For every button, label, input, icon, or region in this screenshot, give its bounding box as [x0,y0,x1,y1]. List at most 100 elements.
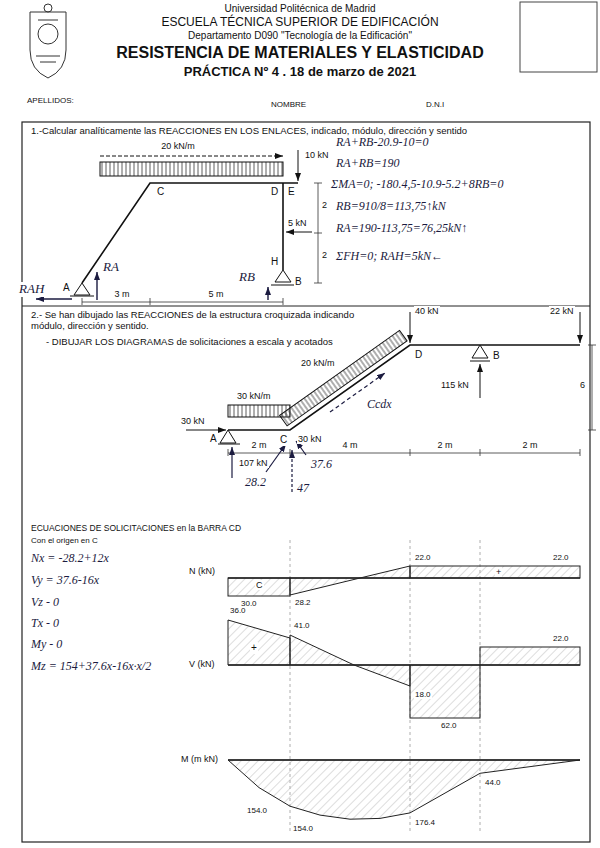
printed-label: 22.0 [552,634,570,643]
axial-diagram [228,566,580,596]
line-art [314,233,322,234]
line-art [588,430,596,431]
handwritten-note: Tx - 0 [30,617,60,631]
printed-label: Con el origen en C [30,536,99,545]
supports-2 [216,345,490,444]
printed-label: 6 [579,380,586,390]
dimensions-1 [82,183,322,305]
printed-label: NOMBRE [270,100,307,109]
line-art [70,296,94,297]
printed-label: 22.0 [552,553,570,562]
handwritten-note: RB [238,270,256,285]
line-art [470,361,490,362]
line-art [290,578,360,595]
line-art [314,183,322,184]
printed-label: 2 [321,250,328,260]
line-art [286,232,312,233]
printed-label: 62.0 [440,721,458,730]
line-art [480,449,481,456]
crest [30,4,66,78]
printed-label: 154.0 [246,806,268,815]
line-art [588,345,596,346]
handwritten-note: 47 [296,482,310,496]
line-art [472,345,488,358]
line-art [410,566,580,578]
line-art [228,620,290,665]
reaction-arrows-2 [232,373,385,492]
line-art [82,298,83,305]
printed-label: 2 [321,200,328,210]
sheet-title: RESISTENCIA DE MATERIALES Y ELASTICIDAD [115,44,484,62]
printed-label: 115 kN [440,380,470,390]
printed-label: D.N.I [425,100,445,109]
printed-label: + [495,567,502,577]
printed-label: 3 m [113,289,130,299]
handwritten-note: 28.2 [244,476,267,490]
line-art [36,20,60,62]
line-art [82,302,283,303]
line-art [228,449,229,456]
line-art [282,183,284,270]
handwritten-note: RAH [18,282,45,297]
line-art [410,312,411,343]
line-art [100,162,283,176]
line-art [271,285,295,286]
printed-label: A [209,433,218,445]
printed-label: C [255,580,264,590]
line-art [228,760,580,819]
printed-label: 44.0 [484,778,502,787]
printed-label: 30 kN/m [236,391,272,401]
handwritten-note: Nx = -28.2+12x [30,552,110,566]
handwritten-note: Mz = 154+37.6x-16x·x/2 [30,660,152,674]
handwritten-note: ΣFH=0; RAH=5kN← [335,250,444,264]
printed-label: 2 m [250,440,267,450]
printed-label: C [156,186,165,198]
handwritten-note: My - 0 [30,638,63,652]
section-rule [22,306,590,307]
printed-label: 30 kN [297,434,323,444]
printed-label: APELLIDOS: [26,96,75,105]
printed-label: 2 m [521,440,538,450]
photo-box [520,2,597,72]
line-art [96,272,97,300]
line-art [228,453,580,454]
printed-label: 22.0 [414,553,432,562]
handwritten-note: 37.6 [310,458,333,472]
printed-label: Departamento D090 "Tecnología de la Edif… [187,30,413,42]
handwritten-note: RB=910/8=113,75↑kN [335,200,447,214]
handwritten-note: RA+RB=190 [335,157,401,171]
reaction-arrows-1 [36,272,268,300]
printed-label: H [270,256,279,268]
line-art [480,647,580,665]
printed-label: V (kN) [188,659,216,669]
printed-label: 30 kN [180,416,206,426]
line-art [228,578,290,596]
answer-frame [22,122,590,842]
line-art [216,444,240,445]
handwritten-note: Vy = 37.6-16x [30,574,100,588]
line-art [275,270,291,282]
line-art [150,298,151,305]
printed-label: N (kN) [188,566,216,576]
handwritten-note: Ccdx [366,398,393,412]
printed-label: 4 m [341,440,358,450]
line-art [220,430,236,443]
printed-label: 107 kN [238,458,269,468]
printed-label: 40 kN [414,306,440,316]
printed-label: D [270,186,279,198]
printed-label: B [294,276,303,288]
handwritten-note: RA [102,260,120,275]
line-art [360,566,410,578]
handwritten-note: ΣMA=0; -180.4,5-10.9-5.2+8RB=0 [330,178,504,192]
printed-label: - DIBUJAR LOS DIAGRAMAS de solicitacione… [45,337,334,348]
line-art [36,298,72,299]
printed-label: A [62,282,71,294]
printed-label: 2 m [436,440,453,450]
line-art [231,447,232,478]
printed-label: E [287,186,296,198]
line-art [44,4,52,12]
line-art [228,759,580,760]
printed-label: C [279,434,288,446]
printed-label: ECUACIONES DE SOLICITACIONES en la BARRA… [30,524,242,534]
line-art [314,283,322,284]
